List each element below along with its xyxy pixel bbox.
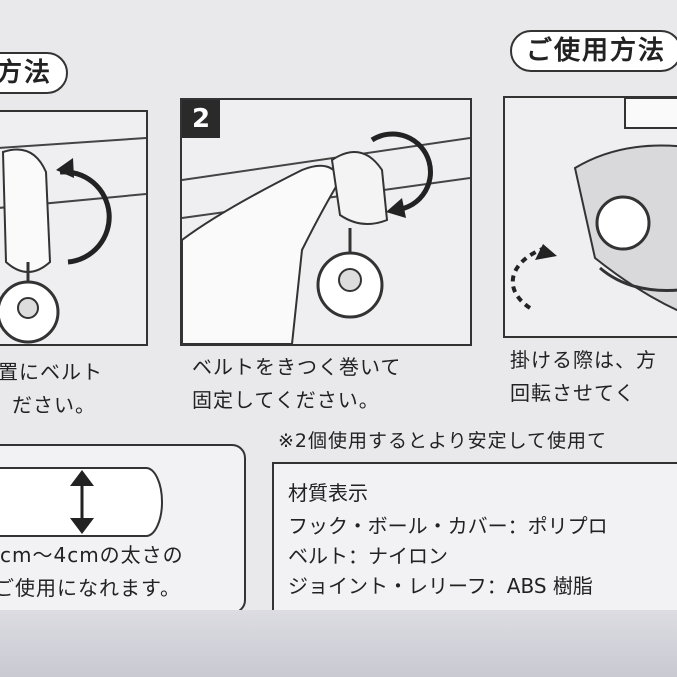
heading-right-text: ご使用方法 (526, 36, 667, 66)
materials-row: ジョイント・レリーフ：ABS 樹脂 (288, 574, 593, 598)
table-surface (0, 610, 677, 677)
usage-note: ※2個使用するとより安定して使用て (278, 430, 608, 452)
size-text-line2: ご使用になれます。 (0, 576, 181, 600)
heading-left: 方法 (0, 52, 69, 94)
step-2-caption-line2: 固定してください。 (192, 388, 380, 412)
size-text-line1: cm〜4cmの太さの (0, 543, 184, 567)
materials-title: 材質表示 (288, 481, 368, 505)
step-2-caption-line1: ベルトをきつく巻いて (192, 355, 402, 379)
step-panel-1 (0, 110, 148, 346)
step-3-caption-line1: 掛ける際は、方 (510, 348, 657, 372)
step-3-caption-line2: 回転させてく (510, 381, 636, 405)
step-2-illustration (182, 131, 470, 344)
size-box (0, 444, 246, 614)
step-number-2: 2 (182, 100, 220, 138)
materials-row: ベルト：ナイロン (288, 544, 448, 568)
step-panel-2: 2 (180, 98, 472, 346)
heading-left-text: 方法 (0, 58, 53, 88)
step-1-illustration (0, 137, 146, 344)
pole-size-illustration (0, 467, 163, 537)
heading-right: ご使用方法 (510, 30, 677, 72)
step-3-illustration (510, 98, 677, 312)
materials-row: フック・ボール・カバー：ポリプロ (288, 514, 608, 538)
step-panel-3 (503, 96, 677, 338)
materials-box (272, 462, 677, 616)
step-1-caption-line2: ださい。 (12, 393, 96, 417)
step-1-caption-line1: 置にベルト (0, 360, 103, 384)
